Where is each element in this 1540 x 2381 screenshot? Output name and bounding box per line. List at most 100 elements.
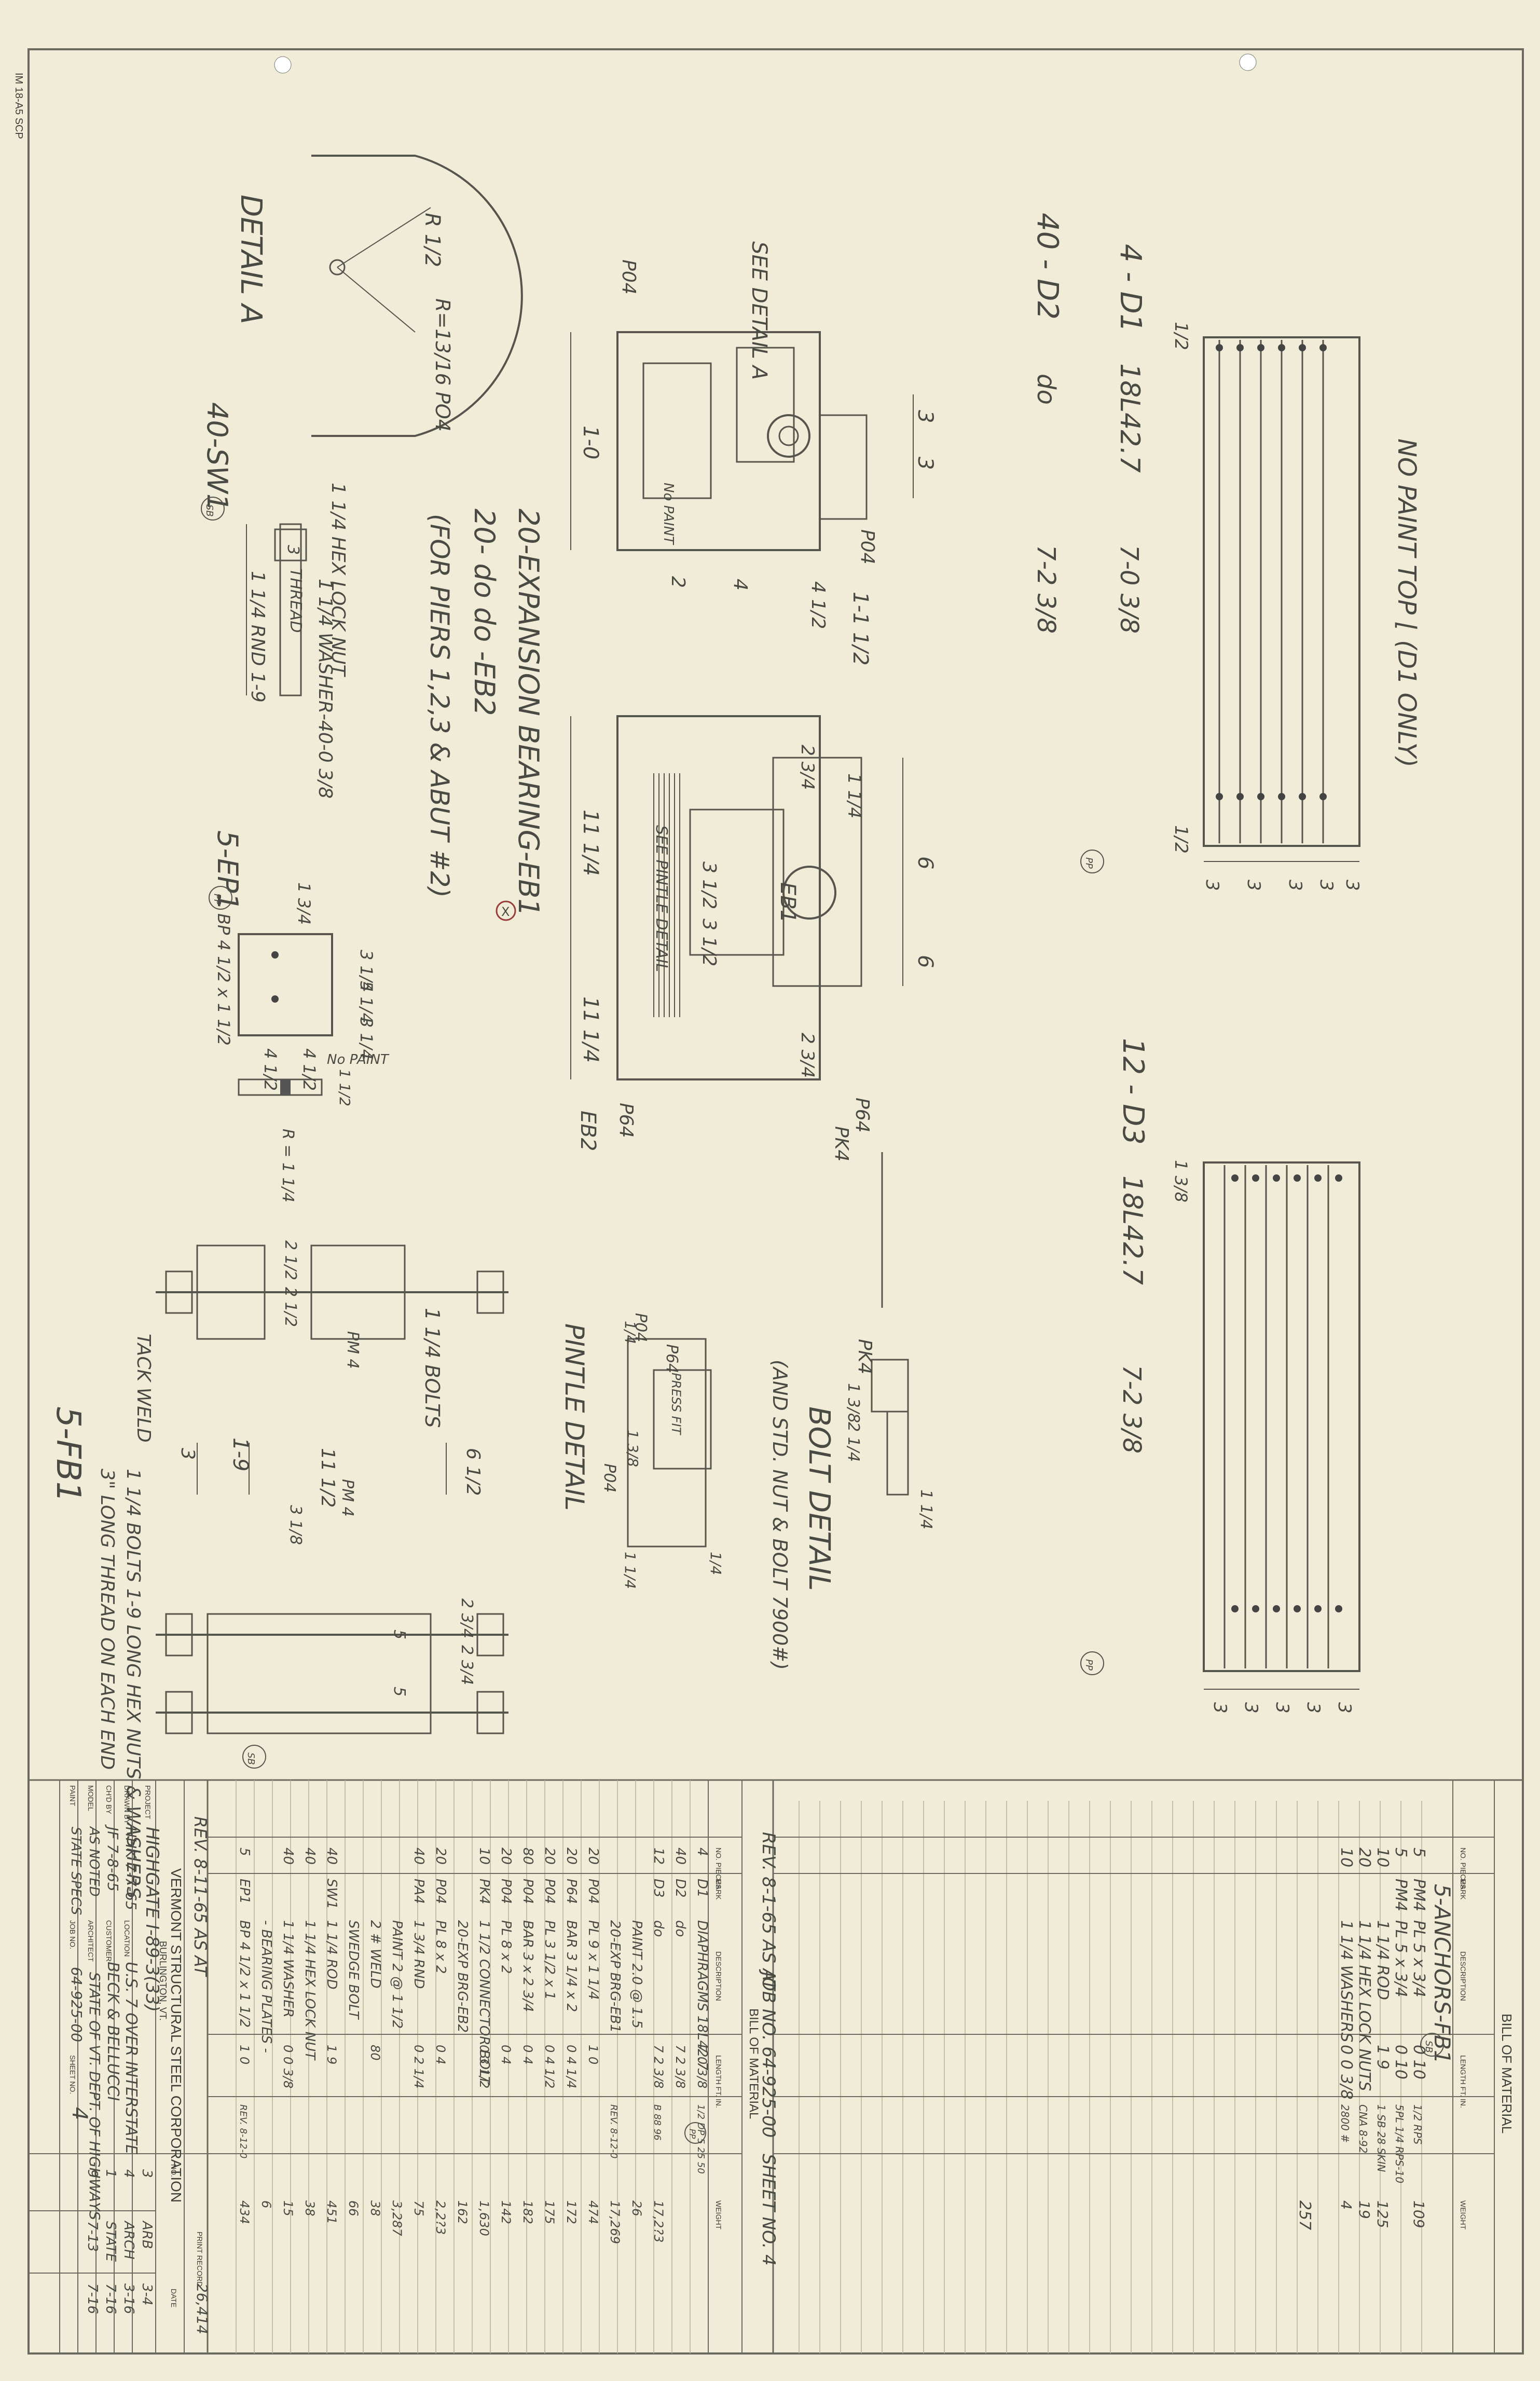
svg-text:3 1/2: 3 1/2 xyxy=(698,861,720,909)
svg-text:1 1/4 WASHER-40-0 3/8: 1 1/4 WASHER-40-0 3/8 xyxy=(314,579,336,799)
svg-text:PRINT RECORD: PRINT RECORD xyxy=(196,2232,204,2287)
bom-cell-mark: D2 xyxy=(672,1879,688,1898)
bom-cell-wt: 38 xyxy=(368,2200,382,2216)
bom-cell-len: 0 4 xyxy=(499,2045,513,2064)
bom-cell-len: 1 0 xyxy=(586,2045,600,2064)
svg-text:LENGTH FT. IN.: LENGTH FT. IN. xyxy=(1459,2055,1467,2108)
bom-cell-wt: 3,287 xyxy=(390,2200,404,2236)
bom-cell-mark: PA4 xyxy=(411,1879,427,1904)
svg-text:PROJECT: PROJECT xyxy=(144,1785,152,1819)
svg-text:1 3/8: 1 3/8 xyxy=(1171,1160,1191,1202)
svg-text:11 1/4: 11 1/4 xyxy=(579,996,602,1063)
svg-text:ARCHITECT: ARCHITECT xyxy=(87,1920,95,1962)
svg-text:4: 4 xyxy=(730,579,751,591)
d3-length: 7-2 3/8 xyxy=(1117,1365,1146,1454)
svg-text:5 1/4: 5 1/4 xyxy=(356,981,376,1023)
bom-cell-pcs: 5 xyxy=(237,1848,252,1856)
d2-length: 7-2 3/8 xyxy=(1032,545,1061,634)
bom-cell-note: REV. 8-12-0 xyxy=(608,2104,619,2158)
print-record-row: 1 STATE 7-16 xyxy=(103,2169,118,2314)
punch-hole-icon xyxy=(1239,53,1257,71)
bom-cell-desc: do xyxy=(651,1920,666,1937)
svg-text:PP: PP xyxy=(688,2129,697,2139)
bom-cell-desc: 1 3/4 RND xyxy=(411,1920,427,1989)
svg-text:P04: P04 xyxy=(857,529,878,565)
circled-mark-icon xyxy=(209,886,232,910)
bom-lower-row: PAINT 2.0 @ 1.526 xyxy=(629,1920,644,2216)
bom-cell-wt: 474 xyxy=(586,2200,600,2224)
svg-text:3: 3 xyxy=(913,457,937,470)
svg-text:PP: PP xyxy=(212,894,223,905)
svg-text:1/2: 1/2 xyxy=(1171,322,1191,350)
svg-text:1-0: 1-0 xyxy=(579,426,602,459)
bom-upper-row: 10 1 1/4 WASHERS 0 0 3/8 2800 # 4 xyxy=(1337,1848,1355,2210)
svg-text:1 1/4 RND 1-9: 1 1/4 RND 1-9 xyxy=(247,571,268,703)
svg-text:BP 4 1/2 x 1 1/2: BP 4 1/2 x 1 1/2 xyxy=(214,913,233,1046)
svg-text:STATE: STATE xyxy=(103,2221,118,2262)
bom-cell-pcs: 40 xyxy=(280,1848,296,1865)
svg-text:BURLINGTON, VT.: BURLINGTON, VT. xyxy=(158,1941,168,2021)
anchor-fb1-view: 3 1-9 11 1/2 6 1/2 2 1/2 2 1/2 3 1/8 5 5… xyxy=(49,1240,508,1898)
svg-text:TACK WELD: TACK WELD xyxy=(133,1334,154,1443)
svg-text:5: 5 xyxy=(390,1630,408,1639)
svg-text:1 3/4: 1 3/4 xyxy=(294,882,314,925)
bom-cell-len: 0 4 1/4 xyxy=(564,2045,579,2088)
bom-cell-wt: 15 xyxy=(281,2200,295,2216)
svg-text:U.S. 7 OVER INTERSTATE: U.S. 7 OVER INTERSTATE xyxy=(122,1962,140,2154)
bom-cell-pcs: 40 xyxy=(302,1848,318,1865)
svg-text:3: 3 xyxy=(1272,1702,1292,1714)
svg-text:3: 3 xyxy=(1334,1702,1355,1714)
bom-cell-pcs: 20 xyxy=(585,1848,601,1865)
bom-cell-pcs: 20 xyxy=(498,1848,514,1865)
bearing-line3: (FOR PIERS 1,2,3 & ABUT #2) xyxy=(424,514,455,898)
svg-text:6: 6 xyxy=(913,856,937,869)
bom-cell-pcs: 20 xyxy=(542,1848,557,1865)
bom-upper-row: 10 1 1/4 ROD 1 9 1 SB 28 SKIN 125 xyxy=(1373,1848,1392,2228)
svg-text:5: 5 xyxy=(1410,1848,1428,1857)
svg-text:0 10: 0 10 xyxy=(1410,2045,1428,2079)
svg-text:1-9: 1-9 xyxy=(228,1438,252,1471)
svg-text:R=13/16 PO4: R=13/16 PO4 xyxy=(431,298,454,432)
svg-text:1/2 RPS: 1/2 RPS xyxy=(1411,2104,1424,2145)
bom-cell-mark: D3 xyxy=(651,1879,666,1898)
bom-cell-len: 7 2 3/8 xyxy=(673,2045,688,2088)
bom-lower-row: - BEARING PLATES -6 xyxy=(258,1920,274,2208)
svg-text:3: 3 xyxy=(284,545,302,555)
bom-cell-len: 0 3 1/2 xyxy=(477,2045,491,2088)
svg-text:1 1/4 ROD: 1 1/4 ROD xyxy=(1373,1920,1392,2000)
bom-cell-wt: 17,269 xyxy=(608,2200,622,2244)
svg-text:2: 2 xyxy=(667,576,689,588)
svg-text:JOB NO.: JOB NO. xyxy=(68,1920,77,1949)
svg-text:PAINT: PAINT xyxy=(68,1785,77,1807)
svg-text:STATE SPECS: STATE SPECS xyxy=(68,1827,84,1915)
bom-cell-wt: 2,2?3 xyxy=(433,2200,448,2235)
bom-cell-mark: D1 xyxy=(694,1879,710,1898)
svg-text:PM4: PM4 xyxy=(1410,1879,1428,1911)
bom-upper: BILL OF MATERIAL NO. PIECES MARK DESCRIP… xyxy=(772,1779,1524,2355)
svg-text:3: 3 xyxy=(1285,880,1305,891)
svg-text:No PAINT: No PAINT xyxy=(661,483,676,545)
bom-cell-wt: 451 xyxy=(324,2200,339,2224)
svg-text:X: X xyxy=(501,905,510,919)
circled-mark-icon xyxy=(684,2122,706,2144)
svg-text:10: 10 xyxy=(1337,1848,1355,1867)
svg-text:4: 4 xyxy=(1338,2200,1355,2210)
svg-text:PRESS FIT: PRESS FIT xyxy=(669,1373,683,1435)
svg-text:CUSTOMER: CUSTOMER xyxy=(105,1920,113,1962)
svg-text:DESCRIPTION: DESCRIPTION xyxy=(714,1951,723,2001)
no-paint-note: NO PAINT TOP ⌊ (D1 ONLY) xyxy=(1392,439,1421,768)
bom-cell-pcs: 12 xyxy=(651,1848,666,1865)
svg-text:3: 3 xyxy=(1342,880,1363,891)
svg-text:MARK: MARK xyxy=(714,1879,723,1900)
svg-text:3: 3 xyxy=(177,1448,198,1460)
detail-a-view: R 1/2 R=13/16 PO4 DETAIL A xyxy=(234,155,523,437)
svg-text:DRAWN BY: DRAWN BY xyxy=(123,1785,131,1825)
bolt-detail-note: (AND STD. NUT & BOLT 7900#) xyxy=(768,1360,791,1670)
svg-text:5: 5 xyxy=(390,1687,408,1696)
